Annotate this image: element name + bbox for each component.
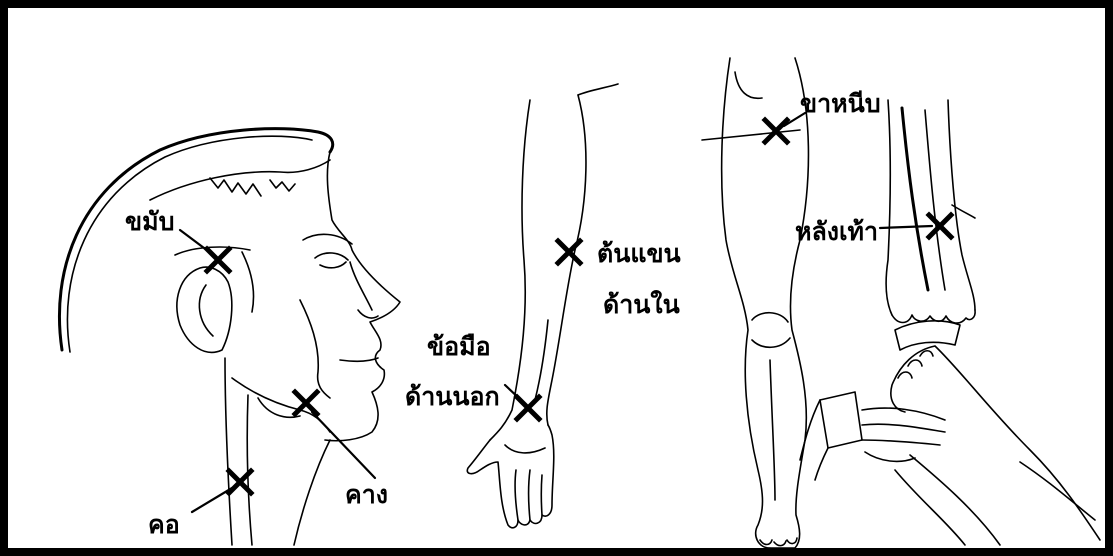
label-jaw: คาง [345, 480, 388, 509]
label-groin: ขาหนีบ [800, 89, 881, 118]
label-wrist-line1: ข้อมือ [427, 332, 491, 361]
label-upper-arm-line2: ด้านใน [603, 289, 680, 319]
label-upper-arm-line1: ต้นแขน [597, 239, 681, 268]
label-neck: คอ [148, 510, 180, 539]
label-temple: ขมับ [125, 207, 174, 236]
label-foot: หลังเท้า [795, 217, 878, 246]
label-wrist-line2: ด้านนอก [405, 382, 500, 411]
